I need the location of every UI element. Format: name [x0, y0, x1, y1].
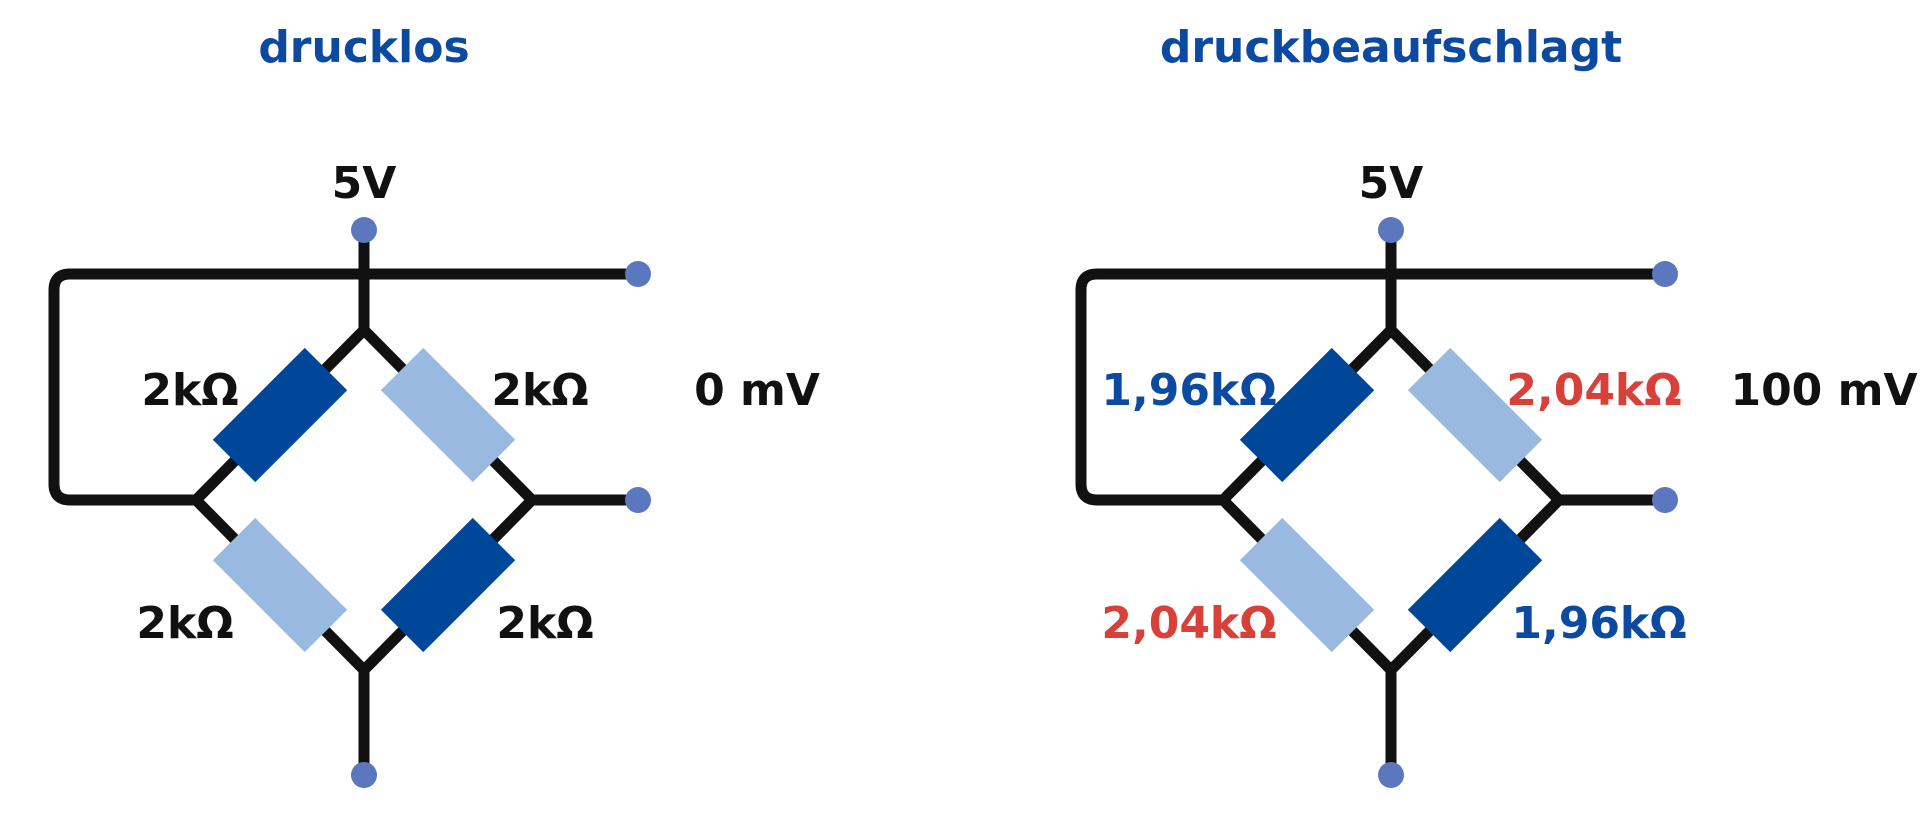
- output-voltage-label: 0 mV: [694, 365, 820, 416]
- resistor-label-lower-left: 2,04kΩ: [1101, 598, 1276, 649]
- resistor-body: [1407, 347, 1543, 483]
- terminals: [1378, 217, 1678, 788]
- resistor-body: [380, 347, 516, 483]
- resistor-label-upper-right: 2kΩ: [491, 365, 588, 416]
- resistor-label-lower-left: 2kΩ: [136, 598, 233, 649]
- output-voltage-label: 100 mV: [1730, 365, 1917, 416]
- terminal-ground: [351, 762, 377, 788]
- resistor-label-upper-left: 1,96kΩ: [1101, 365, 1276, 416]
- resistor-upper-left: [212, 347, 348, 483]
- panel-pressurized: druckbeaufschlagt 5V 1,96kΩ 2,04k: [1075, 22, 1918, 788]
- resistor-body: [212, 517, 348, 653]
- terminal-ground: [1378, 762, 1404, 788]
- terminal-output-right: [1652, 487, 1678, 513]
- terminal-supply: [351, 217, 377, 243]
- resistor-upper-right: [1407, 347, 1543, 483]
- resistor-upper-left: [1239, 347, 1375, 483]
- resistor-lower-left: [1239, 517, 1375, 653]
- resistor-body: [212, 347, 348, 483]
- terminal-output-top: [625, 261, 651, 287]
- panel-title: druckbeaufschlagt: [1160, 22, 1622, 73]
- bridge-wiring: [48, 224, 644, 781]
- bridge-diamond: [190, 324, 538, 676]
- resistor-label-lower-right: 1,96kΩ: [1511, 598, 1686, 649]
- resistor-label-upper-right: 2,04kΩ: [1506, 365, 1681, 416]
- resistor-lower-right: [1407, 517, 1543, 653]
- supply-voltage-label: 5V: [1359, 158, 1424, 209]
- bridge-wiring: [1075, 224, 1671, 781]
- left-output-wire: [48, 268, 644, 506]
- resistor-body: [1239, 347, 1375, 483]
- resistor-upper-right: [380, 347, 516, 483]
- terminals: [351, 217, 651, 788]
- resistor-body: [380, 517, 516, 653]
- resistor-lower-left: [212, 517, 348, 653]
- left-output-wire: [1075, 268, 1671, 506]
- resistor-label-upper-left: 2kΩ: [141, 365, 238, 416]
- resistor-label-lower-right: 2kΩ: [496, 598, 593, 649]
- resistor-lower-right: [380, 517, 516, 653]
- panel-title: drucklos: [258, 22, 469, 73]
- terminal-output-right: [625, 487, 651, 513]
- resistor-body: [1239, 517, 1375, 653]
- panel-unpressurized: drucklos 5V 2kΩ 2kΩ 2kΩ 2: [48, 22, 820, 788]
- terminal-supply: [1378, 217, 1404, 243]
- supply-voltage-label: 5V: [332, 158, 397, 209]
- resistor-body: [1407, 517, 1543, 653]
- terminal-output-top: [1652, 261, 1678, 287]
